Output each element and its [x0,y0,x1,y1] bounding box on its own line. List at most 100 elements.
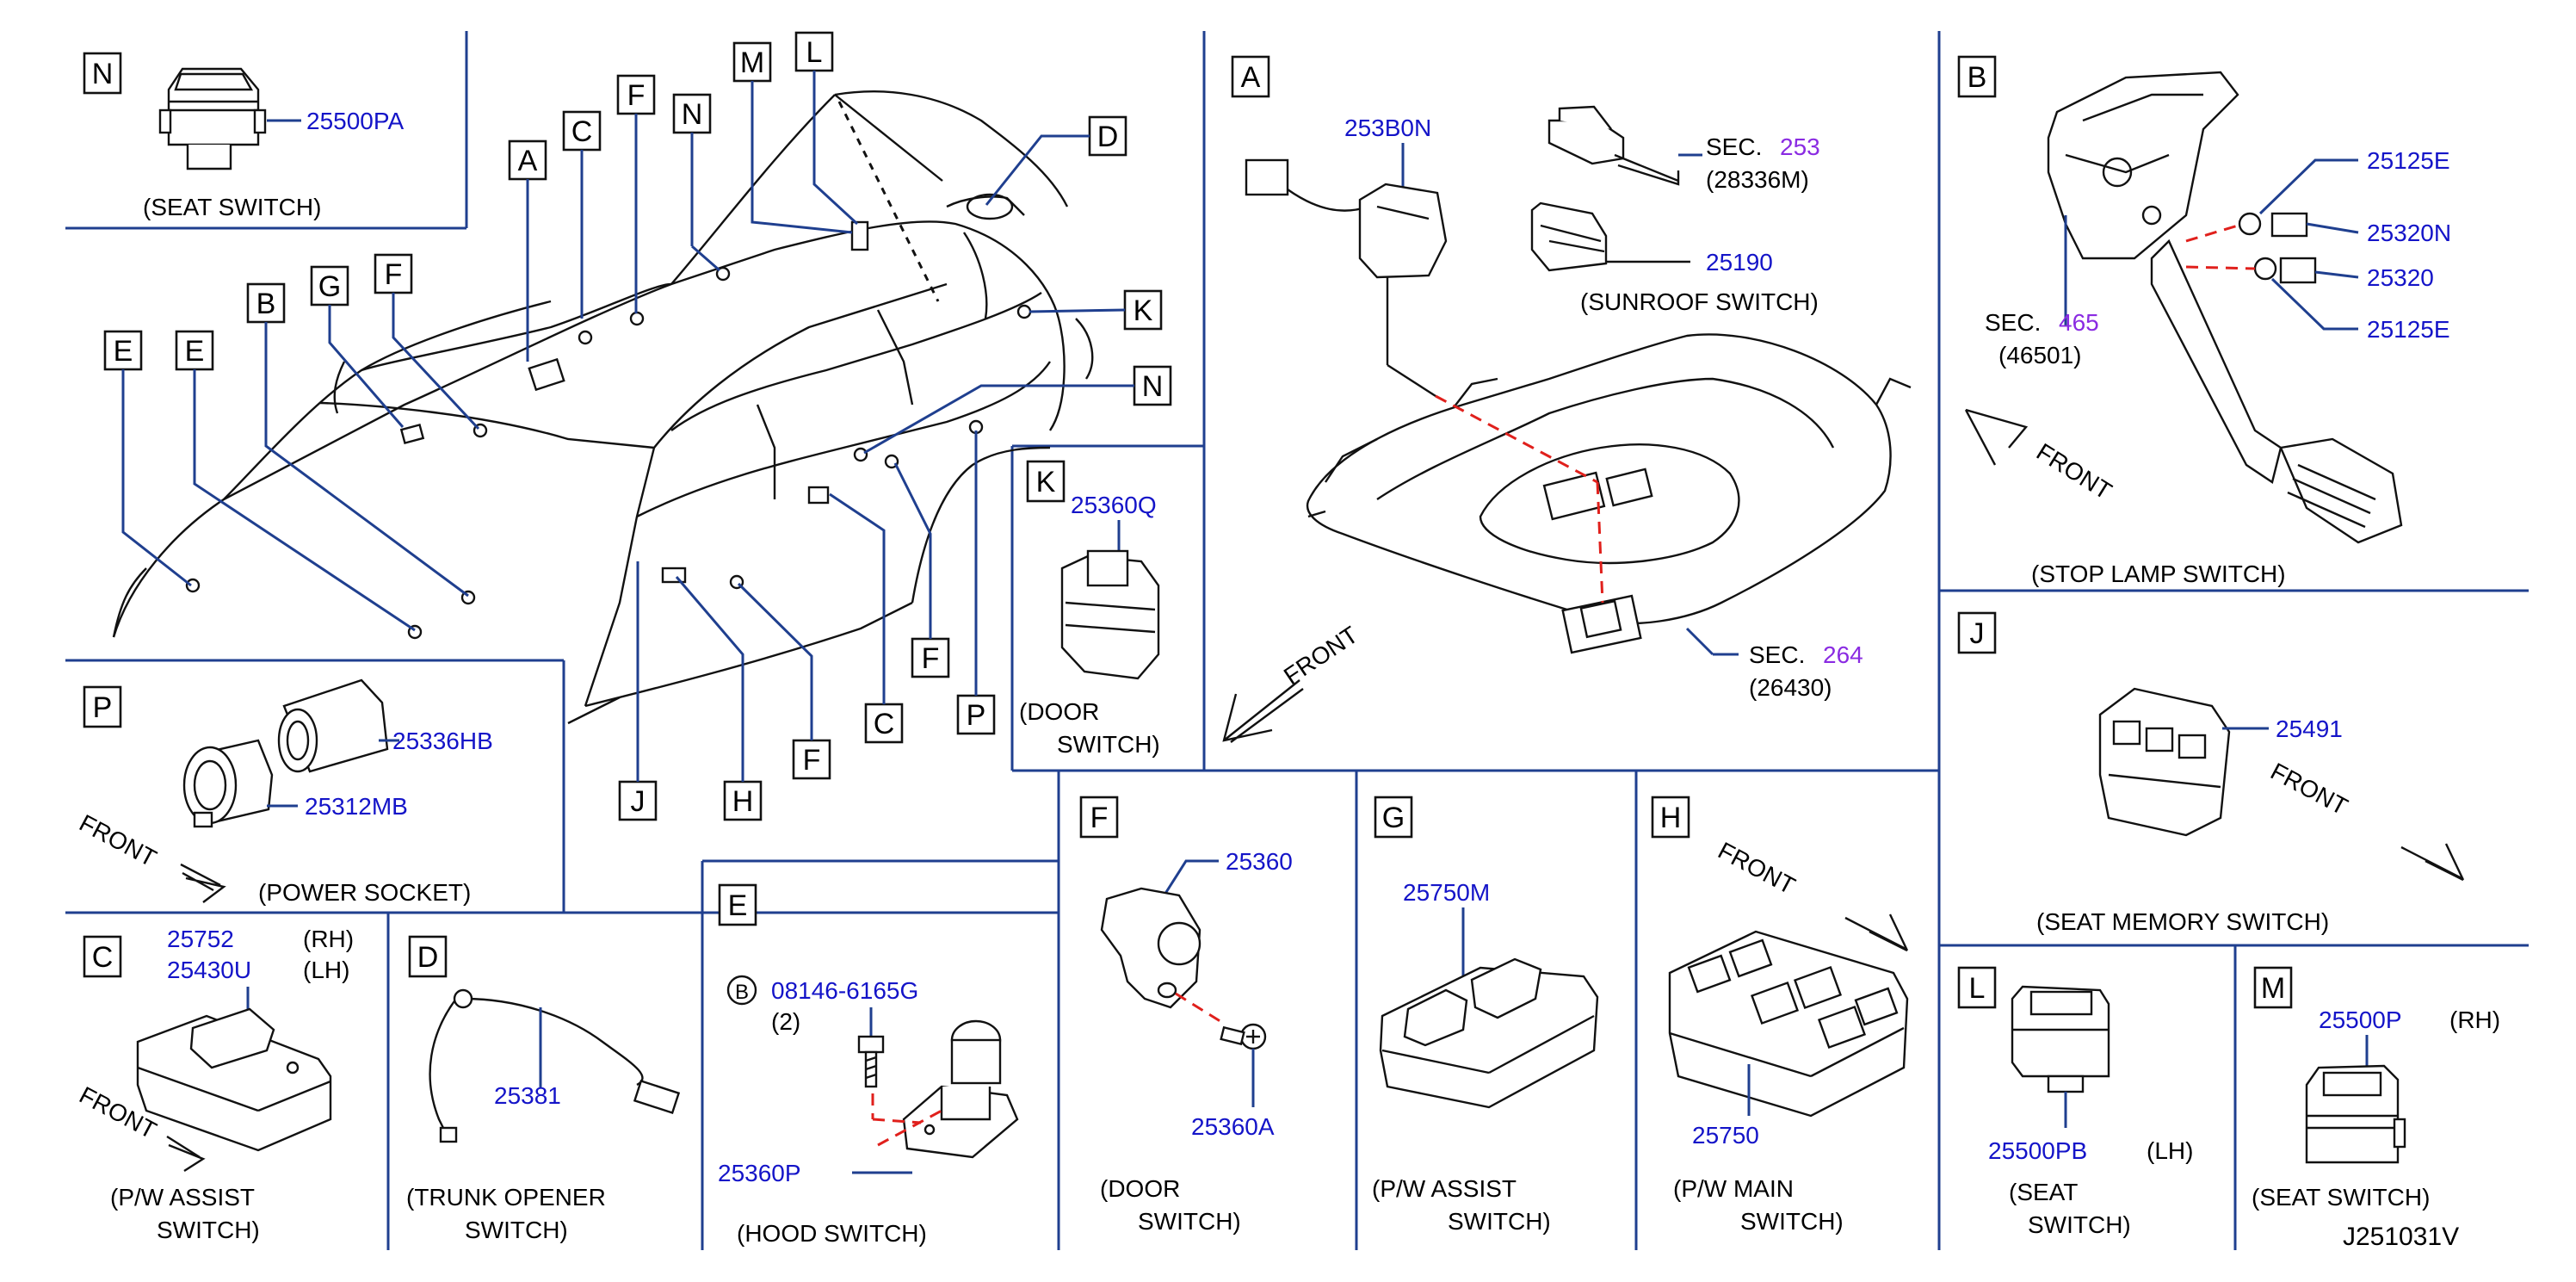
panel-caption: (P/W ASSIST [1372,1175,1517,1202]
part-number: 253B0N [1344,115,1431,141]
callout-label: E [185,335,205,368]
part-number: 25312MB [305,793,408,820]
callout-label: F [803,744,821,777]
seat-switch-drawing [2305,1064,2406,1164]
panel-caption: (P/W MAIN [1673,1175,1794,1202]
panel-letter: N [92,58,114,90]
front-label: FRONT [1714,837,1800,900]
section-number: 465 [2059,309,2099,336]
section-sub: (46501) [1998,342,2082,368]
callout-label: K [1134,294,1153,327]
connector-harness-drawing [1245,158,1448,398]
panel-a-console: A 253B0N SEC. 253 (28336M) 25190 (SUNR [1222,55,1912,743]
panel-letter: A [1241,61,1261,94]
switch-parts-drawing [2238,212,2317,284]
pw-assist-switch-drawing [1379,957,1599,1109]
bracket-drawing [1547,105,1680,186]
bolt-drawing [857,1035,885,1088]
overhead-console-drawing [1306,333,1912,654]
panel-c-pw-assist-switch: C 25752 25430U (RH) (LH) FRONT (P/W ASSI… [75,926,354,1243]
section-number: 264 [1823,641,1863,668]
side-label: (RH) [303,926,354,952]
vehicle-outline [112,90,1094,725]
panel-k-door-switch: K 25360Q (DOOR SWITCH) [1019,460,1160,758]
part-number: 25750 [1692,1122,1759,1149]
part-number: 25360 [1226,848,1293,875]
panel-p-power-socket: P 25336HB 25312MB FRONT (POWER SOCKET) [75,678,493,906]
panel-m-seat-switch: M 25500P (RH) (SEAT SWITCH) [2252,966,2500,1211]
front-arrow-icon [1222,679,1304,743]
panel-caption: SWITCH) [157,1217,260,1243]
bolt-mark: B [735,981,749,1004]
seat-switch-drawing [2011,985,2110,1093]
panel-letter: K [1036,466,1056,499]
panel-letter: C [92,941,114,974]
panel-letter: H [1660,802,1682,834]
part-number: 25125E [2367,147,2450,174]
front-arrow-icon [1964,408,2029,466]
door-switch-drawing [1100,887,1202,1009]
sunroof-switch-drawing [1530,201,1690,272]
callout-label: N [682,98,703,131]
callout-label: C [874,708,895,740]
drawing-code: J251031V [2343,1223,2459,1251]
callout-label: A [518,145,538,177]
panel-letter: M [2261,972,2285,1005]
part-number: 25360P [718,1160,801,1186]
front-label: FRONT [2266,758,2352,821]
vehicle-overview: A C F N M L D [103,31,1172,821]
part-number: 08146-6165G [771,977,918,1004]
panel-dividers [65,31,2529,1250]
callout-label: D [1097,121,1119,153]
part-number: 25320 [2367,264,2434,291]
panel-caption: SWITCH) [1448,1208,1551,1235]
hood-switch-drawing [902,1019,1019,1159]
front-arrow-icon [1844,914,1909,952]
memory-switch-drawing [2098,687,2231,837]
part-number: 25491 [2276,715,2343,742]
panel-caption: (HOOD SWITCH) [737,1220,927,1247]
side-label: (LH) [2147,1137,2193,1164]
bolt-mark-icon [726,975,757,1006]
callout-label: G [318,270,341,303]
part-number: 25750M [1403,879,1490,906]
panel-b-stop-lamp-switch: B SEC. 465 (46501) 25125E 25320N [1957,55,2451,587]
front-label: FRONT [2032,438,2116,505]
panel-caption: SWITCH) [2028,1211,2131,1238]
panel-letter: F [1090,802,1109,834]
panel-letter-box [83,52,122,95]
pedal-bracket-drawing [2047,71,2403,544]
callout-label: P [967,699,986,732]
callout-label: J [631,785,646,818]
callout-label: H [732,785,754,818]
section-number: 253 [1780,133,1820,160]
panel-caption: SWITCH) [1138,1208,1241,1235]
callout-label: B [256,288,276,320]
vehicle-callouts: A C F N M L D [103,31,1172,821]
panel-letter: P [93,691,113,724]
panel-caption: (SEAT MEMORY SWITCH) [2036,908,2329,935]
part-number: 25336HB [392,728,493,754]
panel-j-seat-memory-switch: J 25491 FRONT (SEAT MEMORY SWITCH) [1957,611,2465,935]
part-number: 25360Q [1071,492,1157,518]
door-switch-drawing [1060,549,1160,680]
panel-caption: (DOOR [1100,1175,1180,1202]
panel-letter: E [728,889,748,922]
panel-caption: SWITCH) [1057,731,1160,758]
section-prefix: SEC. [1706,133,1762,160]
panel-caption: SWITCH) [1740,1208,1844,1235]
callout-label: M [740,46,764,79]
part-number: 25360A [1191,1113,1275,1140]
part-number: 25500P [2319,1006,2402,1033]
panel-caption: SWITCH) [465,1217,568,1243]
part-number: 25381 [494,1082,561,1109]
callout-label: L [806,36,823,69]
front-arrow-icon [2400,843,2465,882]
side-label: (RH) [2449,1006,2500,1033]
panel-letter: B [1968,61,1987,94]
front-label: FRONT [1279,621,1362,690]
pw-assist-switch-drawing [136,1007,332,1152]
part-number: 25190 [1706,249,1773,276]
front-arrow-icon [166,1135,206,1173]
